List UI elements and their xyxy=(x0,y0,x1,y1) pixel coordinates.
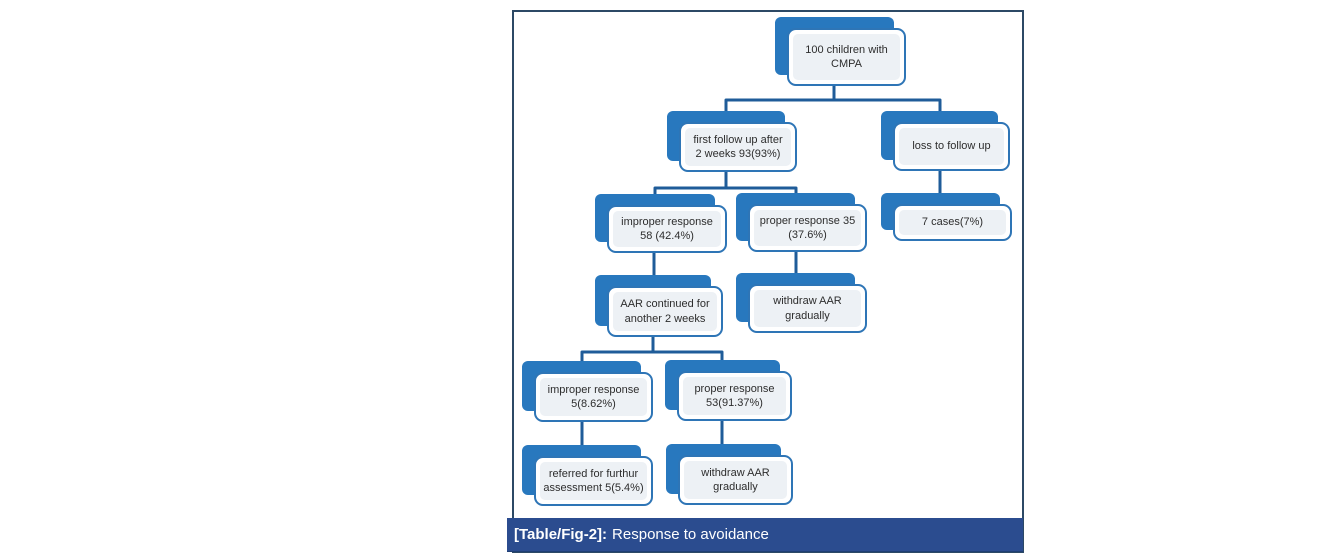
figure-caption-tag: [Table/Fig-2]: xyxy=(514,526,608,543)
flow-node-label: proper response 53(91.37%) xyxy=(683,377,786,415)
flow-node-aar-continued: AAR continued for another 2 weeks xyxy=(595,275,723,337)
node-box: 100 children with CMPA xyxy=(787,28,906,86)
flow-node-label: proper response 35 (37.6%) xyxy=(754,210,861,246)
flow-node-label: withdraw AAR gradually xyxy=(684,461,787,499)
flow-node-seven-cases: 7 cases(7%) xyxy=(881,193,1012,241)
flow-node-root: 100 children with CMPA xyxy=(775,17,906,86)
flow-node-proper-response-4wk: proper response 53(91.37%) xyxy=(665,360,792,421)
node-box: improper response 58 (42.4%) xyxy=(607,205,727,253)
flow-node-label: 100 children with CMPA xyxy=(793,34,900,80)
flow-node-label: 7 cases(7%) xyxy=(899,210,1006,235)
figure-caption-text: Response to avoidance xyxy=(612,526,769,543)
flow-node-label: referred for furthur assessment 5(5.4%) xyxy=(540,462,647,500)
flow-node-withdraw-aar-1: withdraw AAR gradually xyxy=(736,273,867,333)
flow-node-loss-to-followup: loss to follow up xyxy=(881,111,1010,171)
node-box: 7 cases(7%) xyxy=(893,204,1012,241)
flow-node-improper-response-2wk: improper response 58 (42.4%) xyxy=(595,194,727,253)
node-box: first follow up after 2 weeks 93(93%) xyxy=(679,122,797,172)
node-box: proper response 35 (37.6%) xyxy=(748,204,867,252)
node-box: referred for furthur assessment 5(5.4%) xyxy=(534,456,653,506)
node-box: withdraw AAR gradually xyxy=(748,284,867,333)
flow-node-label: improper response 58 (42.4%) xyxy=(613,211,721,247)
flow-node-first-followup: first follow up after 2 weeks 93(93%) xyxy=(667,111,797,172)
node-box: improper response 5(8.62%) xyxy=(534,372,653,422)
flow-node-label: improper response 5(8.62%) xyxy=(540,378,647,416)
node-box: withdraw AAR gradually xyxy=(678,455,793,505)
flow-node-proper-response-2wk: proper response 35 (37.6%) xyxy=(736,193,867,252)
figure-caption-bar: [Table/Fig-2]: Response to avoidance xyxy=(507,518,1023,552)
flow-node-withdraw-aar-2: withdraw AAR gradually xyxy=(666,444,793,505)
flow-node-label: withdraw AAR gradually xyxy=(754,290,861,327)
flow-node-improper-response-4wk: improper response 5(8.62%) xyxy=(522,361,653,422)
flow-node-label: first follow up after 2 weeks 93(93%) xyxy=(685,128,791,166)
node-box: AAR continued for another 2 weeks xyxy=(607,286,723,337)
flow-node-label: AAR continued for another 2 weeks xyxy=(613,292,717,331)
node-box: proper response 53(91.37%) xyxy=(677,371,792,421)
flow-node-label: loss to follow up xyxy=(899,128,1004,165)
node-box: loss to follow up xyxy=(893,122,1010,171)
flow-node-referred-assessment: referred for furthur assessment 5(5.4%) xyxy=(522,445,653,506)
